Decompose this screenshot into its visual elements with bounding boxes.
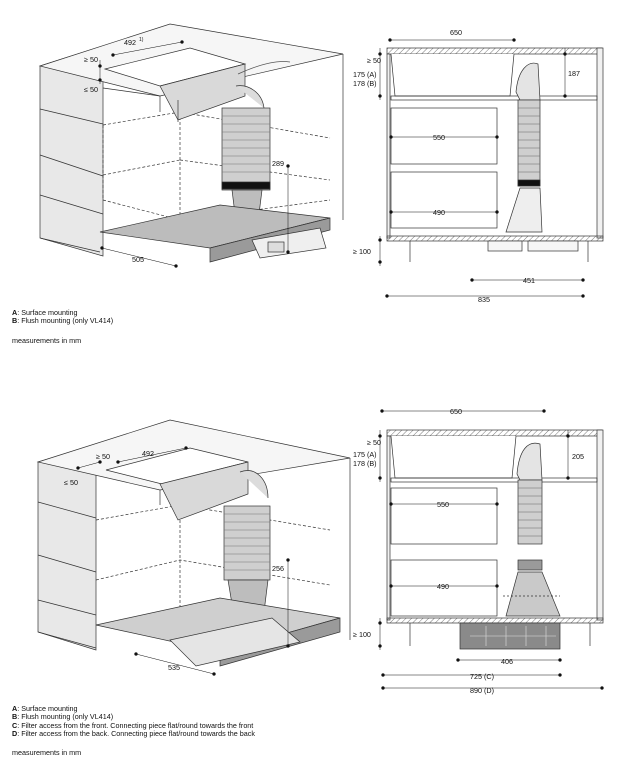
dim-side2-650: 650 <box>450 407 462 416</box>
legend-1: A: Surface mounting B: Flush mounting (o… <box>12 308 114 326</box>
iso-dimensions-1 <box>98 40 290 268</box>
dim-iso2-top: 492 <box>142 449 154 458</box>
dim-side1-175: 175 (A) <box>353 70 377 79</box>
dim-iso1-top: 492 <box>124 38 136 47</box>
dim-side2-550: 550 <box>437 500 449 509</box>
dim-side2-205: 205 <box>572 452 584 461</box>
dim-side2-175: 175 (A) <box>353 450 377 459</box>
dim-iso2-ge50: ≥ 50 <box>96 452 110 461</box>
dim-side1-178: 178 (B) <box>353 79 377 88</box>
dim-side1-187: 187 <box>568 69 580 78</box>
legend-1-item-b: B: Flush mounting (only VL414) <box>12 316 114 326</box>
dim-side1-650: 650 <box>450 28 462 37</box>
side-dimensions-1 <box>378 38 585 298</box>
dim-side2-ge50: ≥ 50 <box>367 438 381 447</box>
dim-side1-835: 835 <box>478 295 490 304</box>
dim-iso1-top-sup: 1) <box>139 37 144 43</box>
side-drawing-1 <box>386 47 604 262</box>
iso-dimensions-2 <box>76 446 290 676</box>
units-note-1: measurements in mm <box>12 336 82 345</box>
dim-iso1-le50: ≤ 50 <box>84 85 98 94</box>
dim-side1-550: 550 <box>433 133 445 142</box>
dim-iso1-ge50: ≥ 50 <box>84 55 98 64</box>
dim-side2-725: 725 (C) <box>470 672 494 681</box>
dim-side1-490: 490 <box>433 208 445 217</box>
dim-side1-ge100: ≥ 100 <box>353 247 371 256</box>
legend-1-item-a: A: Surface mounting <box>12 308 78 317</box>
legend-2-item-c: C: Filter access from the front. Connect… <box>12 720 254 730</box>
side-dimensions-2 <box>378 409 604 690</box>
dim-side2-ge100: ≥ 100 <box>353 630 371 639</box>
dim-iso2-256: 256 <box>272 564 284 573</box>
dim-iso1-505: 505 <box>132 255 144 264</box>
side-drawing-2 <box>386 429 604 650</box>
dim-side1-ge50: ≥ 50 <box>367 56 381 65</box>
legend-2-item-a: A: Surface mounting <box>12 704 78 713</box>
dim-side2-178: 178 (B) <box>353 459 377 468</box>
dim-iso1-289: 289 <box>272 159 284 168</box>
dim-iso2-535: 535 <box>168 663 180 672</box>
dim-side2-490: 490 <box>437 582 449 591</box>
dim-side2-406: 406 <box>501 657 513 666</box>
dim-side1-451: 451 <box>523 276 535 285</box>
dim-side2-890: 890 (D) <box>470 686 494 695</box>
iso-drawing-2 <box>36 419 351 667</box>
units-note-2: measurements in mm <box>12 748 82 757</box>
legend-2: A: Surface mounting B: Flush mounting (o… <box>12 704 255 739</box>
iso-drawing-1 <box>38 23 344 263</box>
dim-iso2-le50: ≤ 50 <box>64 478 78 487</box>
legend-2-item-d: D: Filter access from the back. Connecti… <box>12 729 255 739</box>
legend-2-item-b: B: Flush mounting (only VL414) <box>12 712 114 722</box>
